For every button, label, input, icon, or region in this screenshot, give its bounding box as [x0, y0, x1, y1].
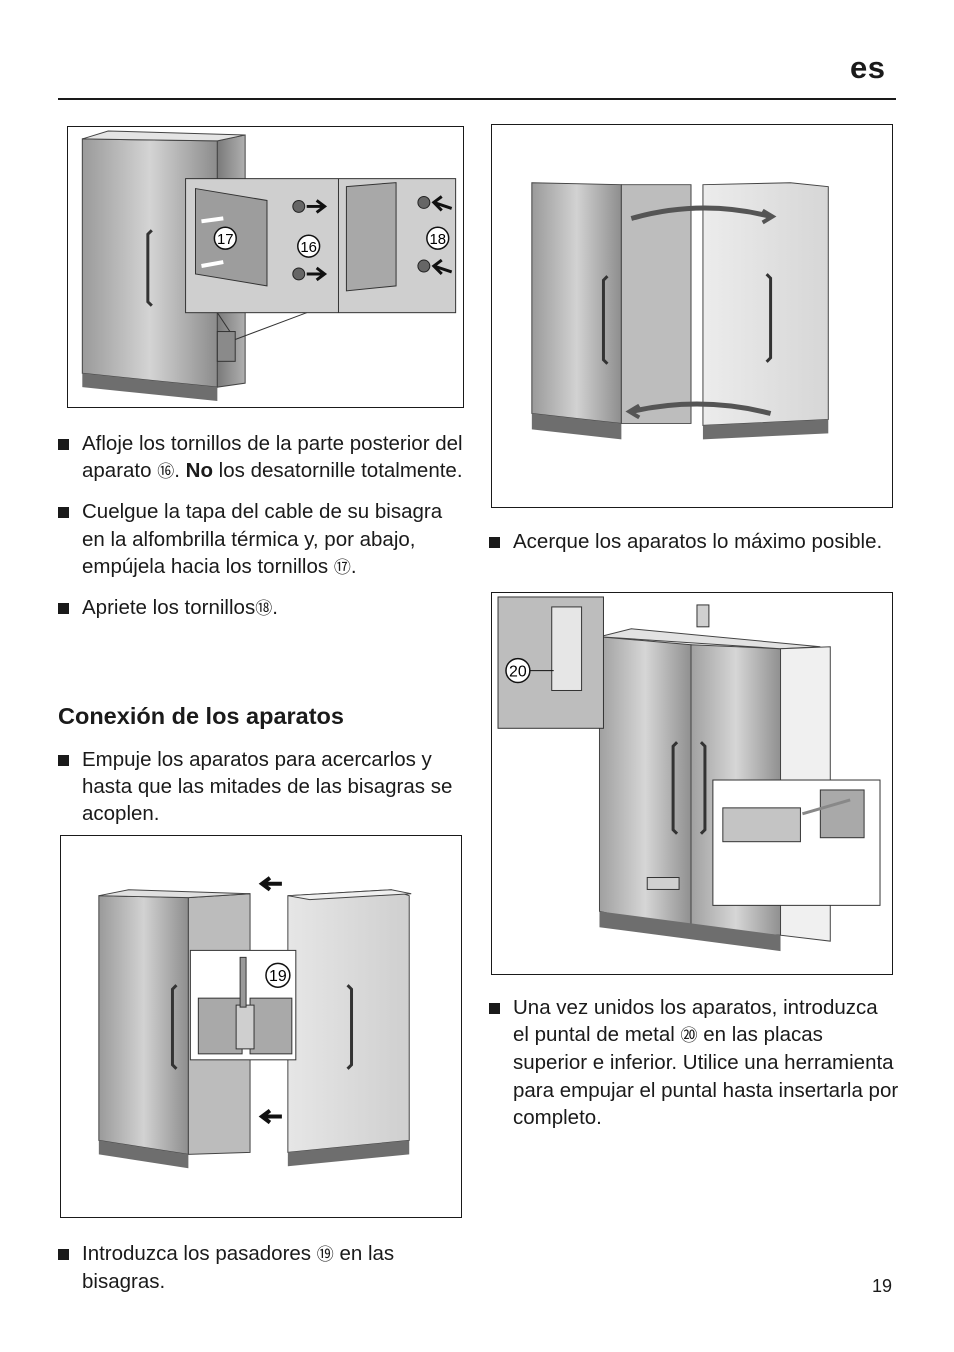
steps-list-right-2: Una vez unidos los aparatos, introduzca …: [489, 994, 899, 1144]
list-item: Afloje los tornillos de la parte posteri…: [58, 430, 468, 485]
header-rule: [58, 98, 896, 100]
list-item: Acerque los aparatos lo máximo posible.: [489, 528, 894, 555]
figure-screws: 17 16 18: [67, 126, 464, 408]
callout-19: 19: [269, 968, 287, 985]
figure-doors-illustration: [531, 182, 829, 440]
callout-17: 17: [217, 232, 234, 248]
callout-16: 16: [300, 240, 317, 256]
language-code: es: [850, 50, 886, 85]
section-heading: Conexión de los aparatos: [58, 703, 344, 729]
steps-list-mid: Empuje los aparatos para acercarlos y ha…: [58, 746, 468, 841]
list-item: Una vez unidos los aparatos, introduzca …: [489, 994, 899, 1131]
page-number: 19: [872, 1276, 893, 1296]
figure-metal-strut: 20: [491, 592, 893, 975]
callout-18: 18: [429, 232, 446, 248]
list-item: Cuelgue la tapa del cable de su bisagra …: [58, 498, 468, 581]
list-item: Empuje los aparatos para acercarlos y ha…: [58, 746, 468, 828]
figure-doors: [491, 124, 893, 508]
list-item: Apriete los tornillos⑱.: [58, 594, 468, 622]
figure-hinge-pins: 19: [60, 835, 462, 1218]
callout-20: 20: [509, 664, 527, 681]
list-item: Introduzca los pasadores ⑲ en las bisagr…: [58, 1240, 468, 1295]
steps-list-top: Afloje los tornillos de la parte posteri…: [58, 430, 468, 635]
figure-metal-strut-illustration: 20: [497, 596, 881, 952]
figure-screws-illustration: 17 16 18: [81, 130, 457, 402]
steps-list-right-1: Acerque los aparatos lo máximo posible.: [489, 528, 894, 568]
steps-list-bottom: Introduzca los pasadores ⑲ en las bisagr…: [58, 1240, 468, 1308]
figure-hinge-pins-illustration: 19: [98, 876, 412, 1169]
